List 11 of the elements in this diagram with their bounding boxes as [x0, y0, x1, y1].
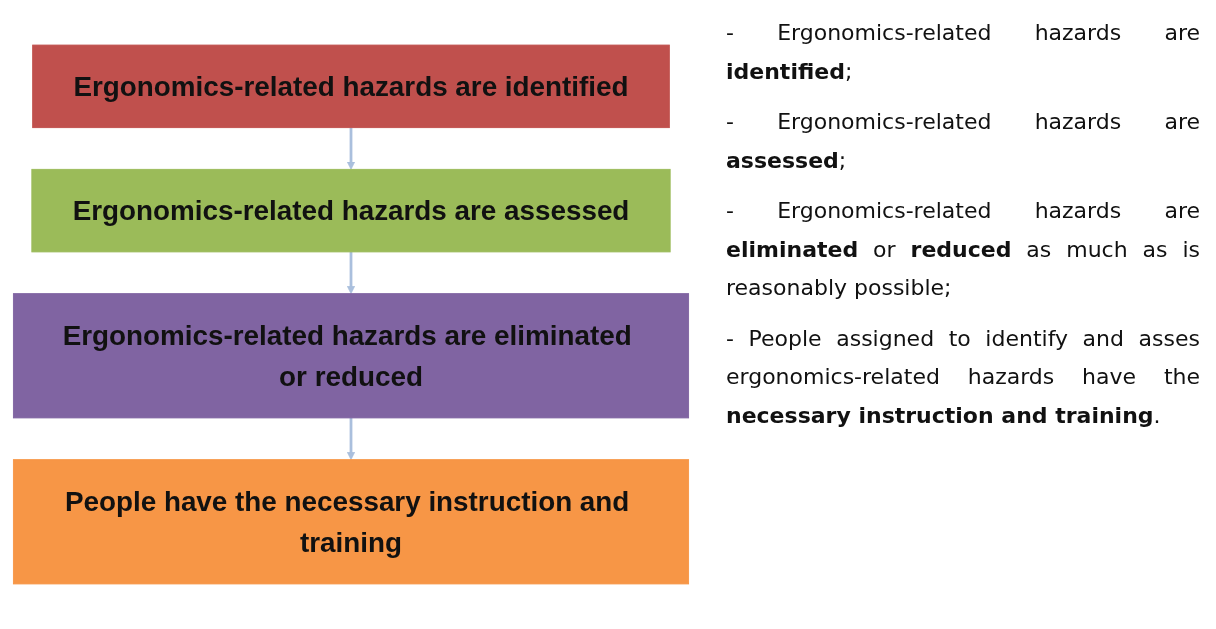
bullet-text: - People assigned to identify and asses ergonomics-related hazards have the necessary instruction and training.: [726, 324, 1200, 430]
arrow: [346, 417, 356, 460]
bullet-text: - Ergonomics-related hazards are assessed;: [726, 108, 1200, 175]
node-box: People have the necessary instruction and training: [12, 459, 690, 585]
arrow: [346, 127, 356, 170]
bullet-text: - Ergonomics-related hazards are eliminated or reduced as much as is reasonably possible;: [726, 197, 1200, 302]
node-box: Ergonomics-related hazards are identified: [32, 44, 670, 129]
bullet-text: - Ergonomics-related hazards are identified;: [726, 19, 1200, 86]
node-box: Ergonomics-related hazards are eliminated or reduced: [12, 293, 690, 419]
arrow: [346, 251, 356, 294]
node-box: Ergonomics-related hazards are assessed: [31, 168, 671, 253]
